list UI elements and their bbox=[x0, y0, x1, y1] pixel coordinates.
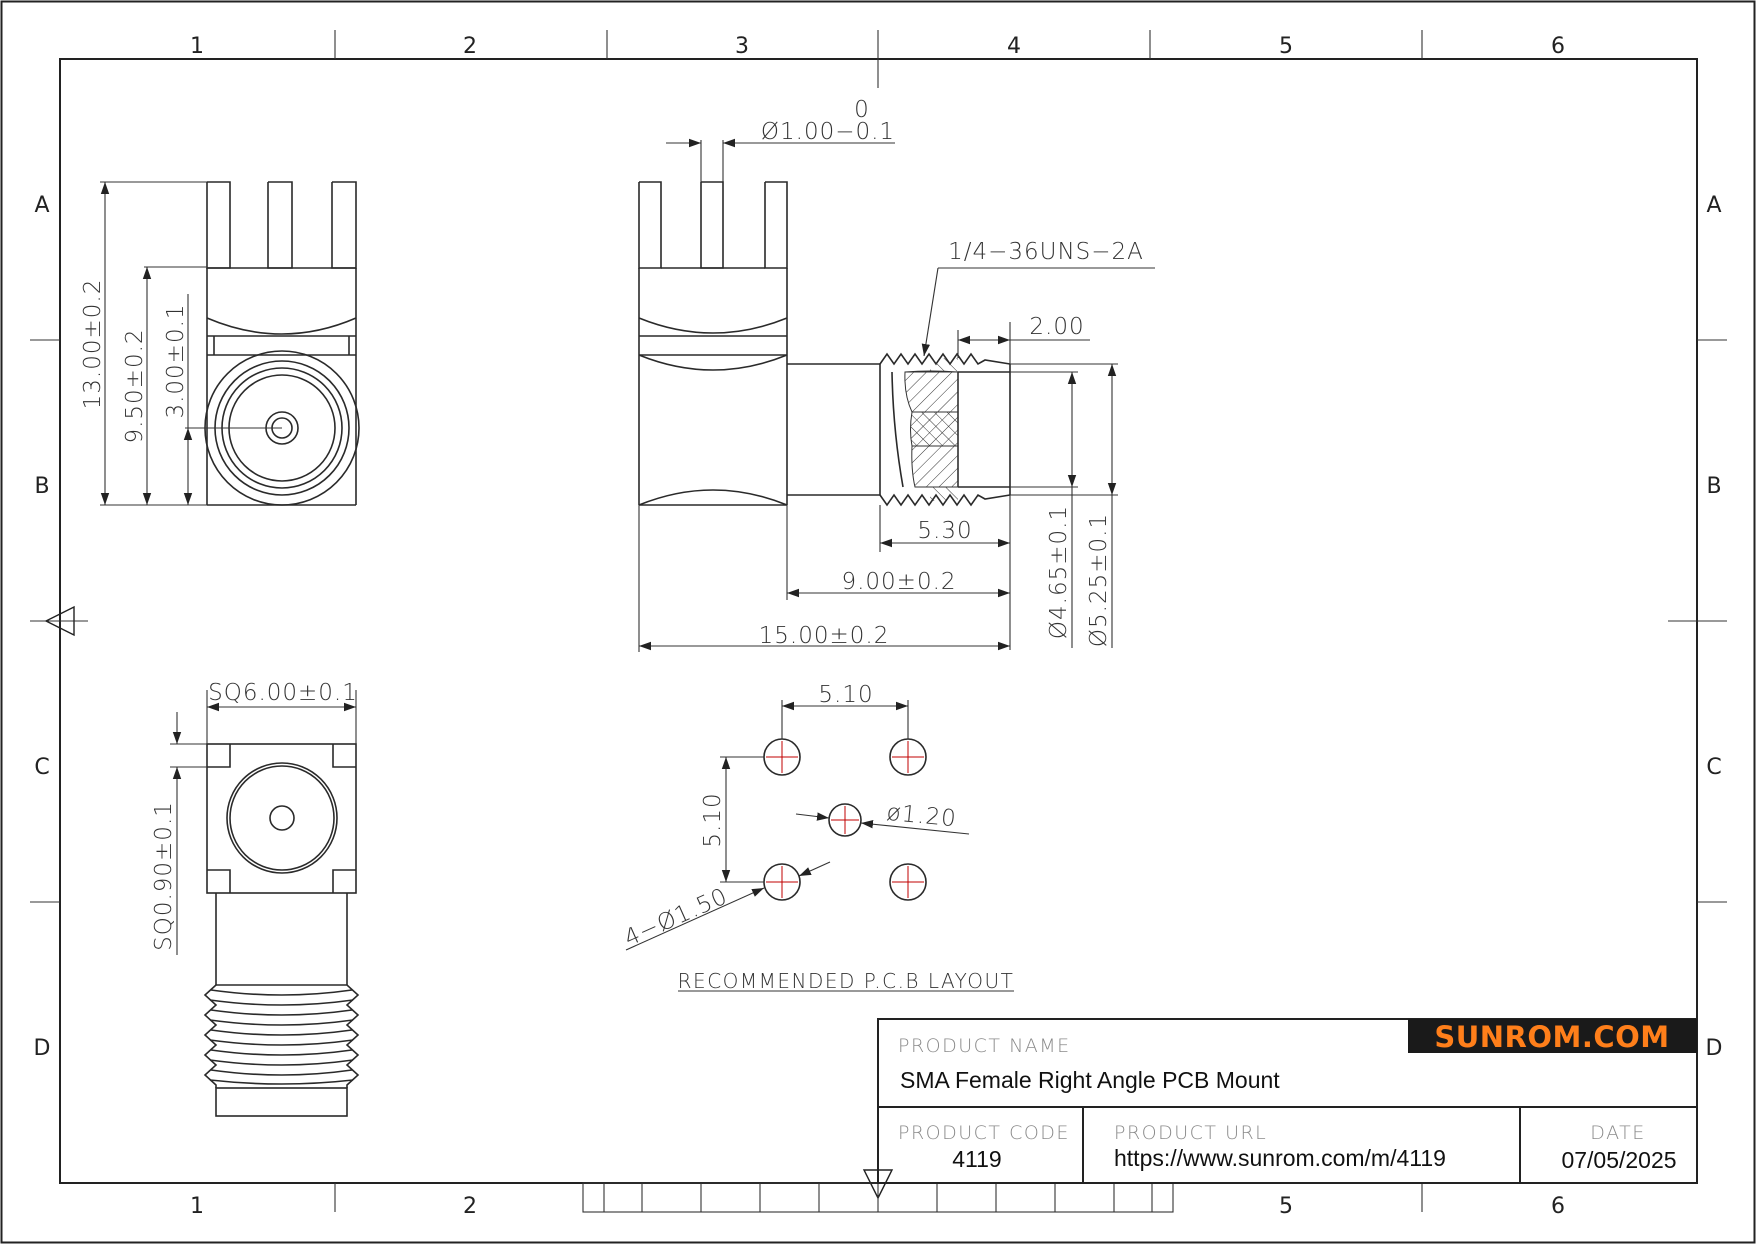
sunrom-logo: SUNROM.COM bbox=[1434, 1020, 1669, 1054]
zone-labels: 1 2 3 4 5 6 1 2 5 6 A B C D A B C D bbox=[34, 34, 1723, 1219]
pcb-center-marks bbox=[766, 741, 924, 898]
zone-col-top-2: 2 bbox=[463, 34, 477, 59]
side-view: 0 Ø1.00−0.1 1/4−36UNS−2A 2.00 Ø4.65±0. bbox=[638, 97, 1155, 652]
logo-background bbox=[1408, 1019, 1697, 1053]
product-name: SMA Female Right Angle PCB Mount bbox=[900, 1067, 1280, 1093]
pcb-layout: 5.10 5.10 ø1.20 4−Ø1.50 RECOMMENDED P.C.… bbox=[621, 682, 1015, 993]
bottom-view: SQ6.00±0.1 SQ0.90±0.1 bbox=[151, 680, 360, 1117]
dim-dia-4-65: Ø4.65±0.1 bbox=[1046, 505, 1072, 639]
dim-9-00: 9.00±0.2 bbox=[841, 569, 956, 595]
pcb-hole-center bbox=[828, 803, 862, 837]
zone-col-top-5: 5 bbox=[1279, 34, 1293, 59]
left-centering-mark bbox=[44, 605, 75, 637]
zone-row-right-C: C bbox=[1706, 755, 1721, 780]
zone-row-left-C: C bbox=[34, 755, 49, 780]
dim-height-3: 3.00±0.1 bbox=[163, 303, 189, 418]
bottom-scale-bar bbox=[582, 1182, 1174, 1213]
zone-col-top-4: 4 bbox=[1007, 34, 1021, 59]
product-url[interactable]: https://www.sunrom.com/m/4119 bbox=[1114, 1145, 1446, 1171]
zone-col-bottom-5: 5 bbox=[1279, 1194, 1293, 1219]
dim-height-13: 13.00±0.2 bbox=[80, 279, 106, 410]
zone-col-top-3: 3 bbox=[735, 34, 749, 59]
zone-col-top-6: 6 bbox=[1551, 34, 1565, 59]
row-ticks bbox=[30, 339, 1727, 903]
front-view: 13.00±0.2 9.50±0.2 3.00±0.1 bbox=[80, 181, 360, 506]
zone-col-bottom-1: 1 bbox=[190, 1194, 204, 1219]
zone-col-top-1: 1 bbox=[190, 34, 204, 59]
product-name-label: PRODUCT NAME bbox=[898, 1035, 1071, 1057]
dim-dia-5-25: Ø5.25±0.1 bbox=[1086, 513, 1112, 647]
dim-sq-6-00: SQ6.00±0.1 bbox=[208, 680, 358, 706]
zone-row-right-A: A bbox=[1706, 193, 1721, 218]
pcb-hole-bottom-right bbox=[889, 863, 927, 901]
zone-col-bottom-6: 6 bbox=[1551, 1194, 1565, 1219]
column-ticks bbox=[334, 30, 1423, 1212]
zone-row-right-D: D bbox=[1706, 1036, 1723, 1061]
dim-height-9-50: 9.50±0.2 bbox=[122, 328, 148, 443]
dim-pin-tol-upper: 0 bbox=[854, 97, 870, 123]
dim-thread: 1/4−36UNS−2A bbox=[948, 239, 1144, 265]
dim-pcb-5-10-vertical: 5.10 bbox=[700, 792, 726, 847]
product-code-label: PRODUCT CODE bbox=[898, 1122, 1070, 1144]
zone-row-left-A: A bbox=[34, 193, 49, 218]
zone-col-bottom-2: 2 bbox=[463, 1194, 477, 1219]
pcb-layout-title: RECOMMENDED P.C.B LAYOUT bbox=[678, 969, 1015, 993]
dim-hole-1-50: 4−Ø1.50 bbox=[621, 883, 732, 952]
date-label: DATE bbox=[1590, 1122, 1645, 1144]
zone-row-left-D: D bbox=[34, 1036, 51, 1061]
dim-15-00: 15.00±0.2 bbox=[759, 623, 890, 649]
dim-sq-0-90: SQ0.90±0.1 bbox=[151, 801, 177, 951]
product-code: 4119 bbox=[952, 1146, 1001, 1172]
zone-row-right-B: B bbox=[1706, 474, 1721, 499]
dim-pcb-5-10-horizontal: 5.10 bbox=[818, 682, 873, 708]
date-value: 07/05/2025 bbox=[1561, 1147, 1676, 1173]
dim-hole-1-20: ø1.20 bbox=[885, 800, 957, 833]
title-block: SUNROM.COM PRODUCT NAME SMA Female Right… bbox=[877, 1018, 1698, 1184]
dim-pin-diameter: Ø1.00−0.1 bbox=[761, 119, 895, 145]
product-url-label: PRODUCT URL bbox=[1114, 1122, 1267, 1144]
dim-5-30: 5.30 bbox=[917, 518, 972, 544]
zone-row-left-B: B bbox=[34, 474, 49, 499]
dim-2-00: 2.00 bbox=[1029, 314, 1084, 340]
